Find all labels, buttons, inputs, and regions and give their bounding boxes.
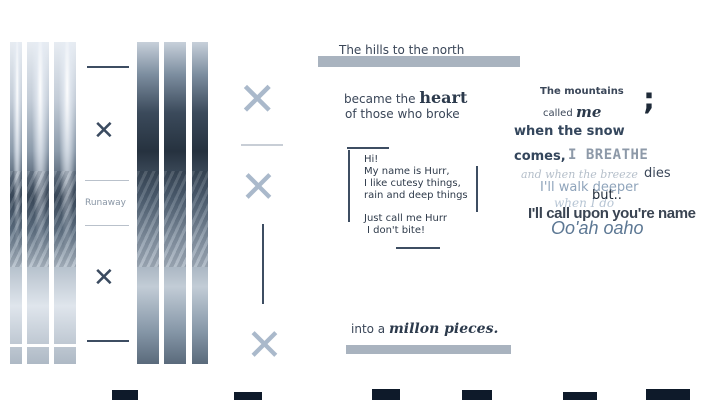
bio-line-4: Just call me Hurr <box>364 213 447 224</box>
collage-ooah: Oo'ah oaho <box>551 218 644 238</box>
bottom-block-2 <box>234 392 262 400</box>
collage-when-i-do: when I do <box>554 196 615 210</box>
x-icon-light-3: ✕ <box>246 320 283 371</box>
collage-but: but.. <box>592 188 622 203</box>
runaway-bottom-line <box>85 225 129 226</box>
poem-line-3: of those who broke <box>345 107 460 121</box>
light-x-divider <box>241 144 283 146</box>
mountain-strip-4 <box>137 42 159 364</box>
bio-greeting: Hi! <box>364 154 379 165</box>
collage-comes: comes, <box>514 149 566 164</box>
bottom-block-4 <box>462 390 492 400</box>
collage-dies: dies <box>644 166 671 181</box>
collage-breeze: and when the breeze <box>521 168 638 181</box>
collage-walk: I'll walk deeper <box>540 180 639 195</box>
x-icon-light-2: ✕ <box>240 162 277 213</box>
mountain-strip-1 <box>10 42 22 364</box>
bottom-block-1 <box>112 390 138 400</box>
bio-line-2: I like cutesy things, <box>364 178 461 189</box>
bio-line-1: My name is Hurr, <box>364 166 450 177</box>
collage-called: called <box>543 108 573 119</box>
x-icon-left-bottom: ✕ <box>93 263 115 293</box>
collage-when-snow: when the snow <box>514 124 625 139</box>
collage-semicolon: ; <box>643 82 655 117</box>
strip-base-line <box>10 344 76 347</box>
x-icon-left-top: ✕ <box>93 116 115 146</box>
bottom-block-3 <box>372 389 400 400</box>
mountain-strip-5 <box>164 42 186 364</box>
bio-right-line <box>476 166 478 212</box>
mountain-strip-2 <box>27 42 49 364</box>
poem-line-2: became the heart <box>344 88 467 107</box>
bottom-block-5 <box>563 392 597 400</box>
bio-left-line <box>348 150 350 222</box>
collage-i-breathe: I BREATHE <box>568 147 649 163</box>
collage-mountains: The mountains <box>540 86 624 97</box>
mountain-strip-3 <box>54 42 76 364</box>
runaway-top-line <box>85 180 129 181</box>
poem-line-2-bold: heart <box>419 88 468 107</box>
bottom-block-6 <box>646 389 690 400</box>
runaway-label: Runaway <box>85 198 126 208</box>
poem-top-bar <box>318 56 520 67</box>
collage-me: me <box>576 103 602 121</box>
poem-line-4-bold: millon pieces. <box>388 321 499 337</box>
light-x-vertical-line <box>262 224 264 304</box>
left-bottom-divider <box>87 340 129 342</box>
poem-bottom-bar <box>346 345 511 354</box>
poem-line-4: into a millon pieces. <box>351 321 498 337</box>
poem-line-1: The hills to the north <box>339 43 465 57</box>
collage-call-upon: I'll call upon you're name <box>528 205 696 222</box>
mountain-strip-6 <box>192 42 208 364</box>
poem-line-4-pre: into a <box>351 322 386 336</box>
bio-top-line <box>347 147 389 149</box>
x-icon-light-1: ✕ <box>238 72 277 126</box>
bio-line-3: rain and deep things <box>364 190 468 201</box>
left-top-divider <box>87 66 129 68</box>
bio-bottom-line <box>396 247 440 249</box>
bio-line-5: I don't bite! <box>367 225 425 236</box>
poem-line-2-pre: became the <box>344 92 416 106</box>
